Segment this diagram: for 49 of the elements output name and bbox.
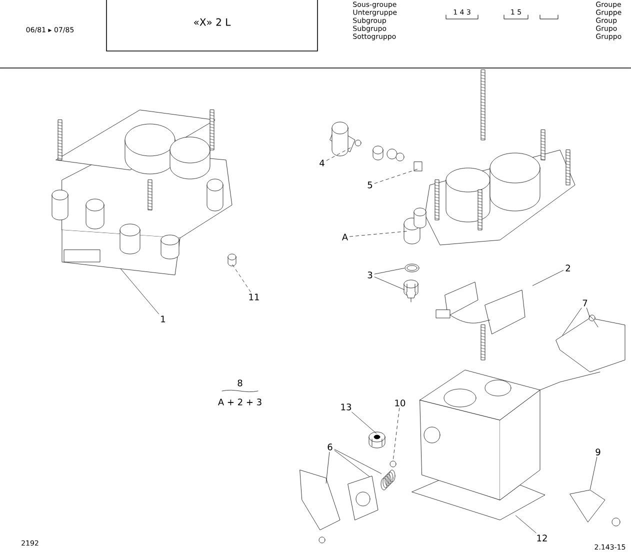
title-box: «X» 2 L [106,0,318,52]
carburetor-body-drawing [412,324,546,520]
needle-valve-drawing [404,280,418,302]
leader-line [392,408,400,460]
callout-number: A [342,234,348,240]
label: A + 2 + 3 [218,398,262,406]
screw-drawing [588,314,598,328]
spring-drawing [380,470,396,490]
leader-line [334,450,370,477]
callout-number: 10 [395,400,406,406]
callout-number: 8 [238,380,242,386]
leader-line [232,264,251,292]
leader-line [120,268,159,314]
leader-line [532,270,564,286]
callout-number: 3 [368,272,372,278]
callout-number: 11 [249,294,259,300]
leader-line [374,268,404,274]
callout-number: 4 [320,160,324,166]
plug-drawing [228,254,236,266]
leader-line [374,169,418,184]
callout-number: 2 [566,264,570,272]
cover-drawing [404,70,576,246]
leader-line [374,276,404,290]
leader-line [326,452,330,484]
jet-drawing [372,146,422,172]
gasket-ring-drawing [404,264,420,272]
callout-number: 13 [341,404,351,410]
callout-number: 9 [596,448,600,456]
nut-drawing [368,432,386,448]
pump-cover-drawing [300,470,340,544]
callout-number: 7 [582,300,588,306]
callout-number: 1 [161,316,166,322]
leader-line [562,308,582,336]
leader-line [516,515,536,534]
callout-number: 6 [328,444,332,450]
ball-drawing [390,460,396,468]
callout-number: 5 [368,182,372,188]
bracket-drawing [570,490,620,526]
float-drawing [436,282,526,334]
callout-number: 12 [537,534,547,542]
carburetor-assembly-drawing [52,110,232,276]
leader-line [590,456,598,490]
lever-drawing [540,318,626,390]
leader-line [334,449,382,474]
leader-line [350,230,410,237]
leader-line [586,308,590,318]
solenoid-drawing [330,122,362,156]
leader-line [352,412,376,434]
diaphragm-drawing [348,476,378,520]
